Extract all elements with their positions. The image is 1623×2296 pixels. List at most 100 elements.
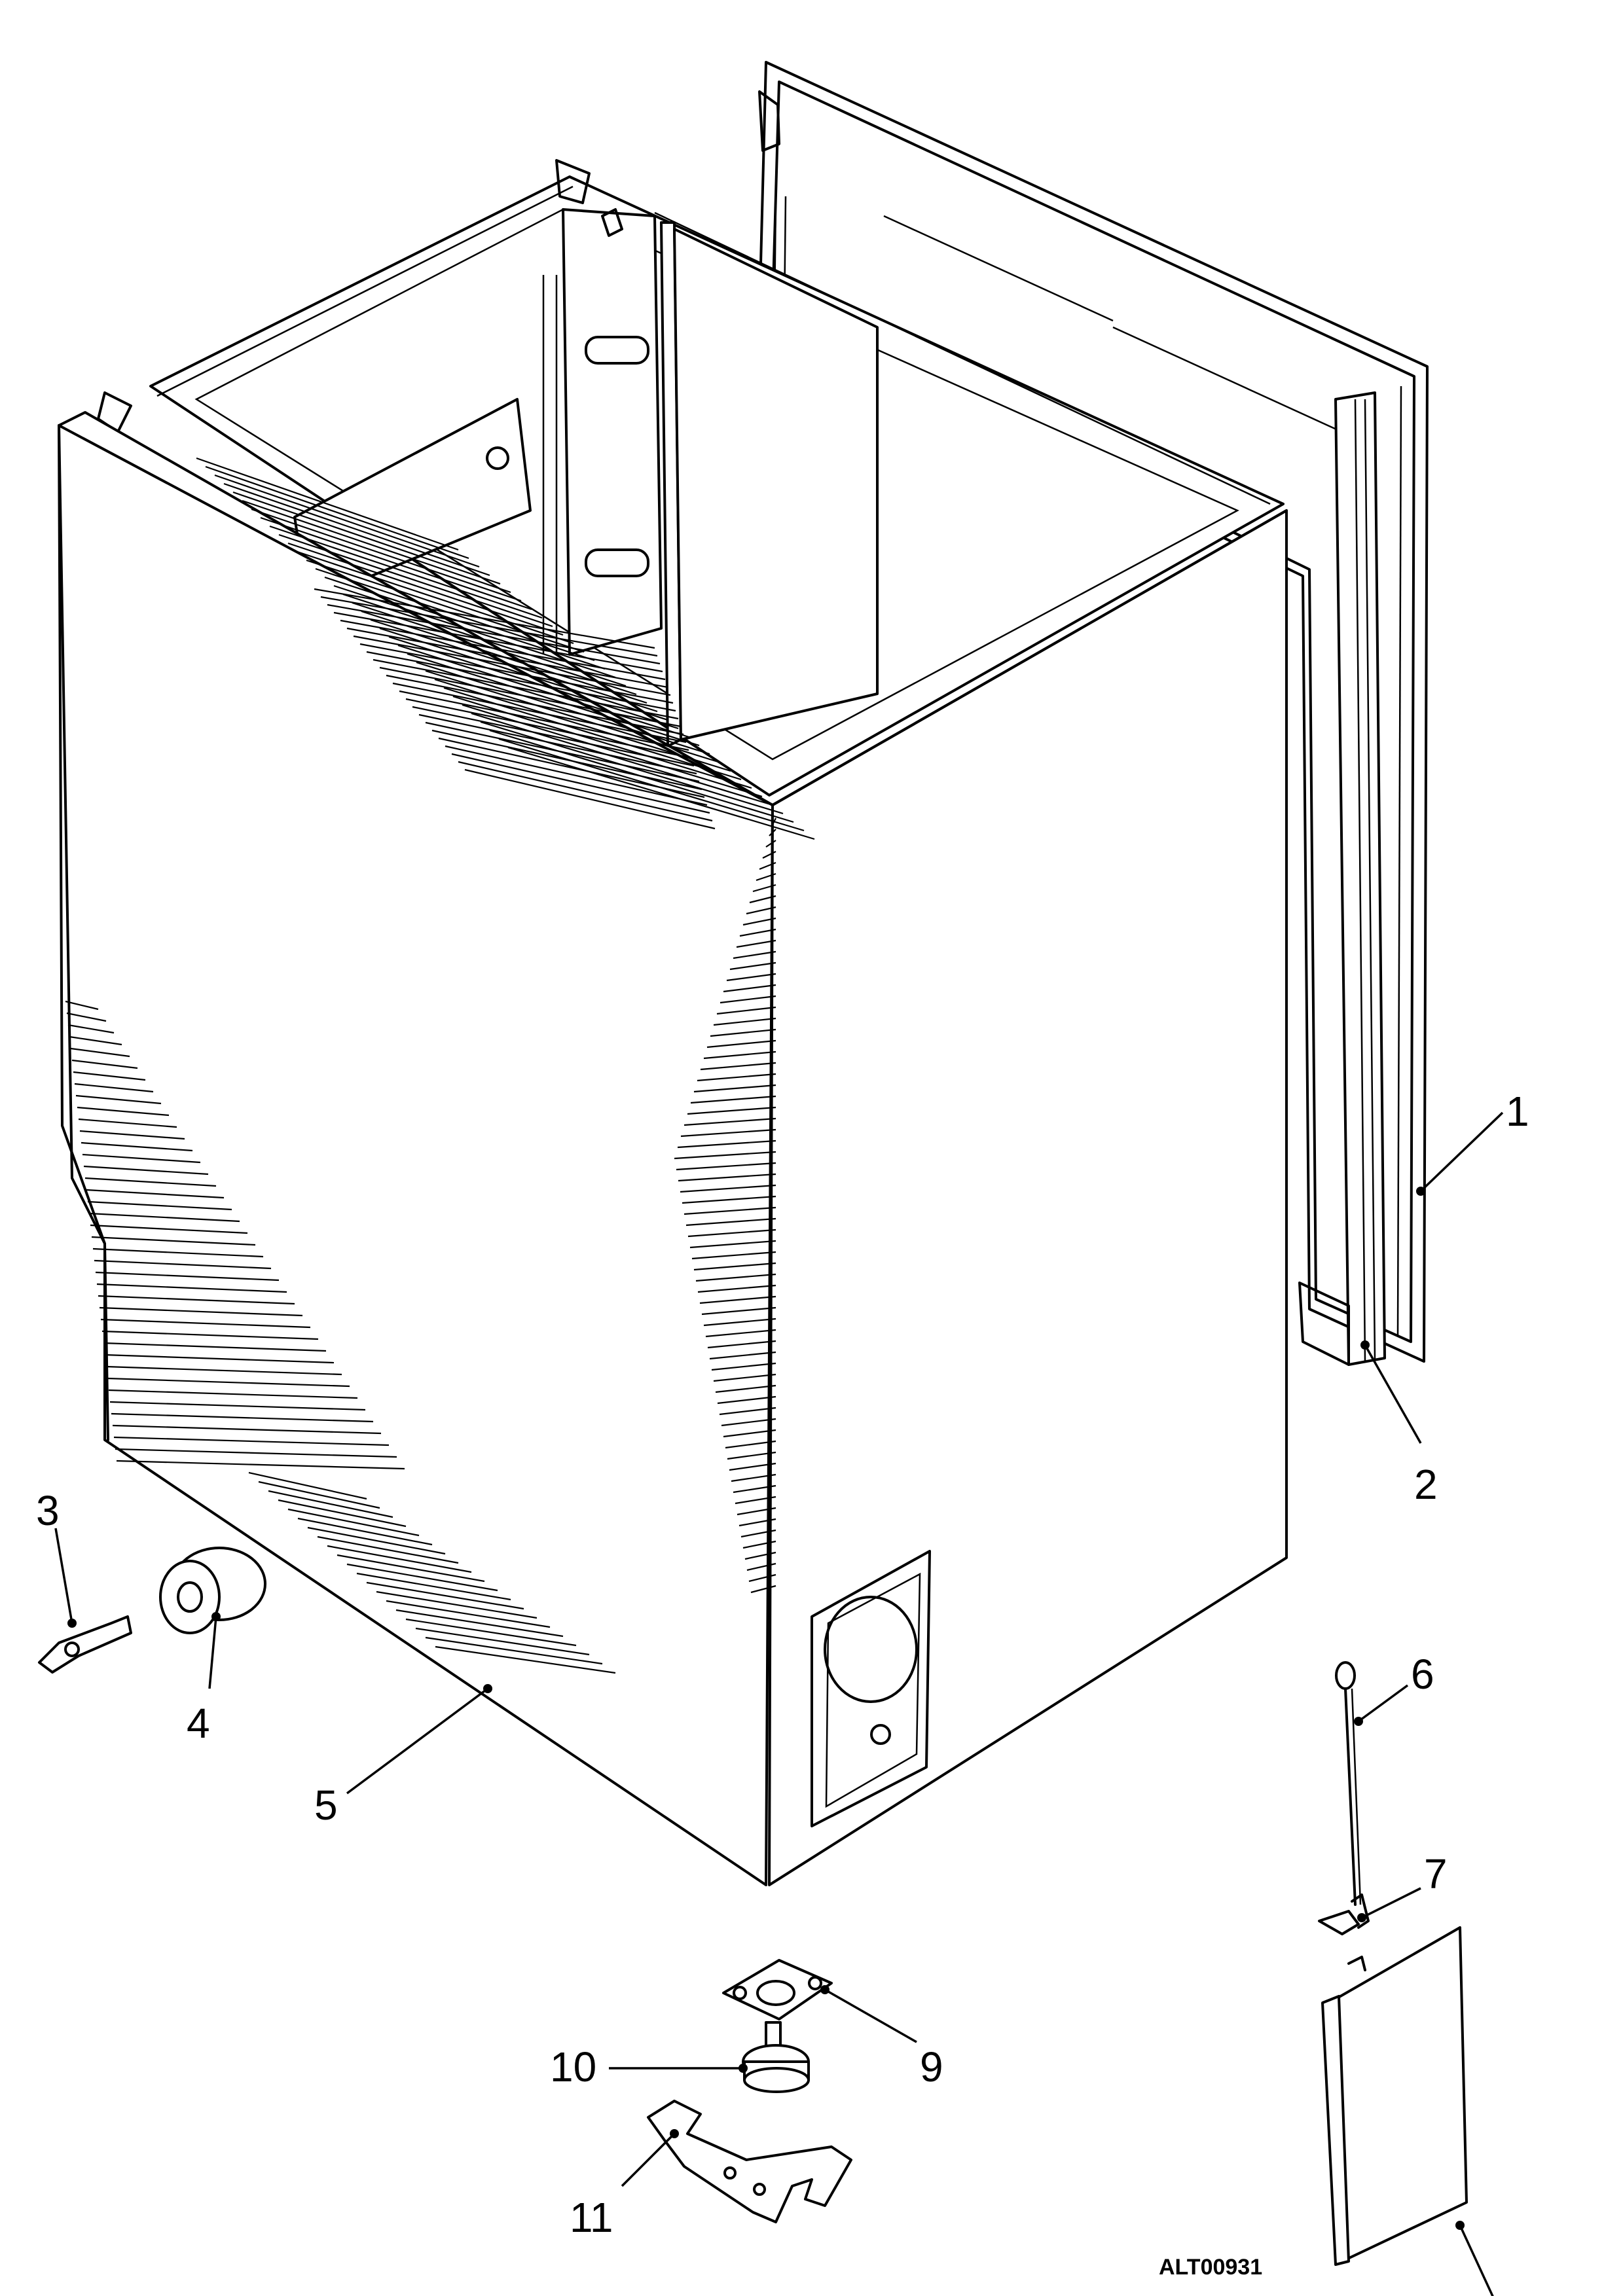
hatch-line [480, 721, 784, 815]
hatch-line [99, 1306, 303, 1317]
leveling-plate-part [722, 1959, 833, 2020]
hatch-line [258, 1480, 380, 1509]
hatch-line [306, 559, 585, 653]
hatch-line [735, 1496, 776, 1505]
hatch-line [707, 1340, 776, 1349]
hatch-line [684, 1206, 776, 1215]
hatch-line [723, 1429, 776, 1438]
hatch-line [87, 1200, 232, 1211]
hatch-line [405, 698, 692, 759]
hatch-line [742, 1540, 776, 1549]
hatch-line [737, 1507, 776, 1516]
hatch-line [95, 1271, 280, 1282]
hatch-line [379, 666, 682, 728]
hatch-line [223, 482, 490, 577]
hatch-line [205, 465, 469, 560]
hatch-line [113, 1436, 390, 1446]
hatch-line [376, 1590, 538, 1619]
hatch-line [94, 1259, 272, 1270]
hatch-line [366, 651, 676, 712]
hatch-line [709, 1351, 776, 1360]
hatch-line [260, 516, 532, 611]
callout-6: 6 [1411, 1651, 1434, 1698]
hatch-line [84, 1177, 217, 1187]
hatch-line [418, 713, 697, 775]
callout-10: 10 [550, 2043, 596, 2090]
hatch-line [742, 917, 776, 926]
hatch-line [287, 1508, 420, 1537]
hatch-line [278, 533, 553, 628]
hatch-line [415, 1627, 590, 1656]
hatch-line [746, 1562, 776, 1571]
hatch-line [324, 576, 606, 670]
hatch-line [676, 1162, 776, 1171]
spring-clip-part [1318, 1893, 1370, 1935]
hatch-line [77, 1106, 170, 1117]
hatch-line [101, 1330, 319, 1340]
hatch-line [98, 1295, 295, 1305]
leveling-foot-part [742, 2021, 810, 2093]
hatch-line [729, 1462, 776, 1471]
hatch-line [677, 1139, 776, 1149]
hatch-line [697, 1284, 776, 1293]
callout-1: 1 [1506, 1088, 1529, 1135]
hatch-line [717, 1395, 776, 1405]
hatch-line [713, 1373, 776, 1382]
hatch-line [269, 525, 543, 619]
grommet-part [159, 1547, 266, 1634]
hatch-line [752, 884, 776, 893]
callout-3: 3 [36, 1487, 60, 1534]
hatch-line [425, 721, 700, 783]
hatch-line [687, 1106, 776, 1115]
hatch-line [736, 939, 776, 948]
hatch-line [680, 1184, 776, 1193]
hatch-line [697, 1073, 776, 1082]
hatch-line [81, 1141, 193, 1152]
hatch-line [327, 1545, 472, 1573]
hatch-line [104, 1354, 335, 1364]
hatch-line [86, 1189, 225, 1199]
hatch-line [731, 1473, 776, 1482]
hatch-line [719, 1407, 776, 1416]
hatch-line [116, 1460, 405, 1470]
hatch-line [108, 1389, 358, 1399]
hatch-line [682, 1195, 776, 1204]
hatch-line [723, 984, 776, 993]
leader-lines [54, 1111, 1504, 2296]
hatch-line [716, 1006, 776, 1015]
callout-9: 9 [920, 2043, 943, 2090]
hatch-line [750, 1585, 776, 1594]
hatch-line [435, 1645, 616, 1674]
hatch-line [278, 1499, 407, 1528]
hatch-line [69, 1035, 122, 1046]
hatch-line [412, 706, 695, 767]
hatch-line [327, 603, 661, 665]
hatch-line [268, 1490, 393, 1518]
hatch-line [711, 1362, 776, 1371]
callout-5: 5 [314, 1782, 338, 1829]
hatch-line [726, 973, 776, 982]
hatch-line [703, 1050, 776, 1060]
hatch-line [196, 457, 459, 551]
hatch-line [729, 961, 776, 971]
hatch-line [386, 1600, 551, 1628]
hatch-line [684, 1117, 776, 1126]
hatch-line [431, 729, 702, 791]
hatch-line [425, 1636, 603, 1665]
hatch-line [340, 619, 666, 681]
hatch-line [746, 906, 776, 915]
hatch-line [693, 1262, 776, 1271]
hatch-line [693, 1084, 776, 1093]
hatch-line [74, 1083, 154, 1093]
hatch-line [765, 840, 776, 848]
hatch-line [287, 542, 564, 636]
hatch-line [772, 817, 776, 825]
hatch-line [320, 596, 658, 657]
hatch-line [105, 1365, 342, 1376]
hatch-line [297, 550, 574, 645]
hatch-line [759, 861, 776, 870]
hatch-line [71, 1059, 138, 1069]
hatch-line [713, 1017, 776, 1026]
hatch-line [112, 1424, 382, 1435]
bracket-part [647, 2100, 852, 2223]
